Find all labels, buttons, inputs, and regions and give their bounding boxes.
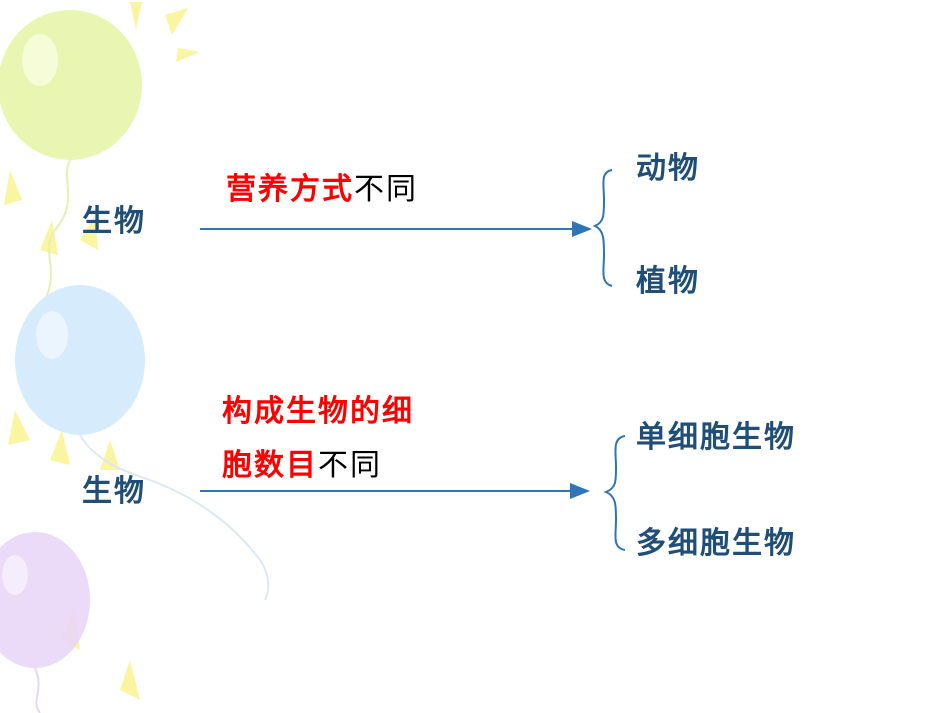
source-label-1: 生物 bbox=[82, 204, 146, 239]
criterion-label-2: 胞数目不同 bbox=[222, 448, 382, 484]
criterion-highlight-2b: 胞数目 bbox=[222, 448, 318, 483]
result-label-unicellular: 单细胞生物 bbox=[636, 420, 796, 455]
criterion-rest-1: 不同 bbox=[354, 172, 418, 207]
criterion-highlight-2a: 构成生物的细 bbox=[222, 394, 414, 429]
criterion-highlight-1: 营养方式 bbox=[226, 172, 354, 207]
purple-balloon-icon bbox=[0, 532, 90, 713]
criterion-label-1: 营养方式不同 bbox=[226, 172, 418, 208]
result-label-plant: 植物 bbox=[636, 264, 700, 299]
brace-1 bbox=[592, 169, 613, 287]
result-label-animal: 动物 bbox=[636, 151, 700, 186]
green-balloon-icon bbox=[0, 10, 142, 301]
result-label-multicellular: 多细胞生物 bbox=[636, 526, 796, 561]
blue-balloon-icon bbox=[15, 285, 270, 601]
brace-2 bbox=[603, 435, 626, 551]
criterion-rest-2: 不同 bbox=[318, 448, 382, 483]
source-label-2: 生物 bbox=[82, 474, 146, 509]
